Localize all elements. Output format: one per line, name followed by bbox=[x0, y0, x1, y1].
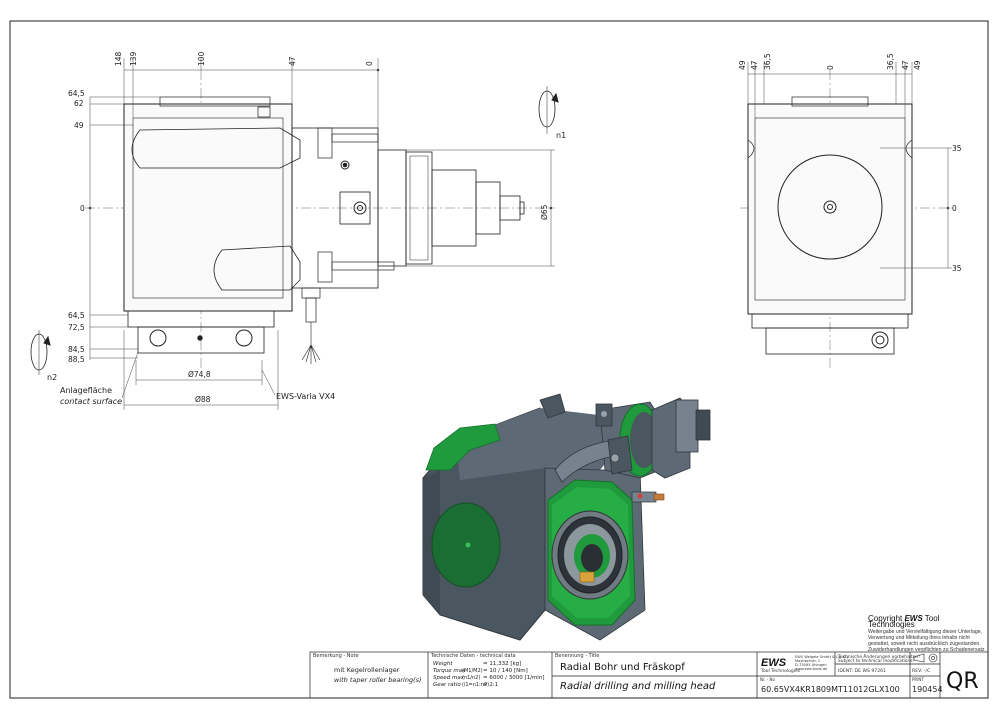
dim-64-5-top: 64,5 bbox=[68, 89, 85, 98]
dim-side-36-5-l: 36,5 bbox=[763, 53, 772, 70]
dim-diameter-88: Ø88 bbox=[195, 395, 211, 404]
tech-speed-unit: (n1/n2) bbox=[462, 675, 480, 681]
company-line-2: Maybachstr. 1 bbox=[795, 659, 820, 663]
drawing-code: 190454 bbox=[912, 685, 943, 694]
title-header: Benennung - Title bbox=[555, 653, 599, 659]
dim-side-35-bottom: 35 bbox=[952, 264, 962, 273]
tech-header: Technische Daten - technical data bbox=[430, 653, 516, 659]
tech-gear-value: = 2:1 bbox=[483, 682, 498, 688]
tech-speed-label: Speed max bbox=[433, 675, 465, 681]
dim-diameter-65: Ø65 bbox=[540, 204, 549, 220]
dim-0-top: 0 bbox=[365, 61, 374, 66]
tech-torque-value: = 10 / 140 [Nm] bbox=[483, 668, 528, 674]
dim-64-5-bottom: 64,5 bbox=[68, 311, 85, 320]
title-en: Radial drilling and milling head bbox=[560, 681, 716, 692]
date-header: PRINT bbox=[912, 677, 924, 682]
tech-torque-unit: (M1/M2) bbox=[462, 668, 483, 674]
side-view-dimensions: 49 47 36,5 0 36,5 47 49 35 0 35 bbox=[738, 53, 962, 273]
n2-label: n2 bbox=[47, 373, 57, 382]
dim-49: 49 bbox=[74, 121, 84, 130]
front-view-dimensions: 148 139 100 47 0 64,5 62 49 0 64,5 72,5 … bbox=[47, 51, 566, 406]
dim-139: 139 bbox=[129, 51, 138, 66]
front-view bbox=[30, 58, 559, 410]
note-de: mit Kegelrollenlager bbox=[334, 666, 400, 674]
tech-gear-unit: (i1=n1:n2) bbox=[462, 682, 489, 688]
dim-84-5: 84,5 bbox=[68, 345, 85, 354]
ews-logo-sub: Tool Technologies bbox=[760, 668, 801, 674]
dim-side-49-r: 49 bbox=[913, 60, 922, 70]
title-de: Radial Bohr und Fräskopf bbox=[560, 662, 685, 673]
tech-gear-label: Gear ratio bbox=[433, 682, 461, 688]
part-no: 60.65VX4KR1809MT11012GLX100 bbox=[761, 685, 900, 694]
copyright-line: Zuwiderhandlungen verpflichten zu Schade… bbox=[868, 647, 986, 653]
interface-label: EWS-Varia VX4 bbox=[276, 392, 335, 401]
copyright-line: Verwertung und Mitteilung ihres Inhalts … bbox=[868, 635, 970, 641]
copyright-notice: Copyright EWS Tool Technologies Weiterga… bbox=[868, 614, 988, 654]
isometric-render bbox=[422, 393, 711, 641]
copyright-title: Copyright EWS Tool Technologies bbox=[868, 614, 940, 629]
tech-weight-value: = 11,332 [kg] bbox=[483, 661, 521, 667]
dim-100: 100 bbox=[197, 51, 206, 66]
dim-side-35-top: 35 bbox=[952, 144, 962, 153]
tech-torque-label: Torque max bbox=[433, 668, 466, 674]
title-block-text: Bemerkung - Note mit Kegelrollenlager wi… bbox=[313, 653, 979, 694]
dim-148: 148 bbox=[114, 51, 123, 66]
copyright-line: gestattet, soweit nicht ausdrücklich zug… bbox=[868, 641, 981, 647]
mod-de: Technische Änderungen vorbehalten! bbox=[837, 653, 920, 660]
ident: IDENT: DE WS 97261 bbox=[838, 668, 886, 674]
dim-62: 62 bbox=[74, 99, 84, 108]
ews-logo: EWS bbox=[761, 657, 787, 669]
dim-side-47-l: 47 bbox=[750, 60, 759, 70]
company-line-4: www.ews-tools.de bbox=[795, 667, 828, 671]
rev: REV: -/C bbox=[912, 668, 930, 674]
contact-surface-de: Anlagefläche bbox=[60, 386, 112, 395]
part-no-header: Nr. - No bbox=[760, 677, 776, 682]
contact-surface-en: contact surface bbox=[60, 397, 122, 406]
note-header: Bemerkung - Note bbox=[313, 653, 359, 659]
company-line-3: D-73095 Uhingen bbox=[795, 663, 827, 667]
dim-diameter-74-8: Ø74,8 bbox=[188, 370, 211, 379]
dim-0-left: 0 bbox=[80, 204, 85, 213]
copyright-line: Weitergabe und Vervielfältigung dieser U… bbox=[868, 629, 983, 635]
n1-label: n1 bbox=[556, 131, 566, 140]
dim-47: 47 bbox=[288, 56, 297, 66]
dim-side-0: 0 bbox=[826, 65, 835, 70]
mod-en: Subject to technical modifications! bbox=[838, 658, 915, 664]
dim-72-5: 72,5 bbox=[68, 323, 85, 332]
dim-88-5: 88,5 bbox=[68, 355, 85, 364]
company-line-1: EWS Weigele GmbH & Co. KG bbox=[795, 655, 848, 659]
dim-side-36-5-r: 36,5 bbox=[886, 53, 895, 70]
qr-label: QR bbox=[946, 669, 979, 694]
dim-side-47-r: 47 bbox=[901, 60, 910, 70]
dim-side-0-right: 0 bbox=[952, 204, 957, 213]
tech-speed-value: = 6000 / 3000 [1/min] bbox=[483, 675, 544, 681]
title-block bbox=[309, 651, 989, 699]
note-en: with taper roller bearing(s) bbox=[334, 676, 422, 684]
tech-weight-label: Weight bbox=[433, 661, 453, 667]
dim-side-49-l: 49 bbox=[738, 60, 747, 70]
side-view bbox=[740, 62, 955, 370]
